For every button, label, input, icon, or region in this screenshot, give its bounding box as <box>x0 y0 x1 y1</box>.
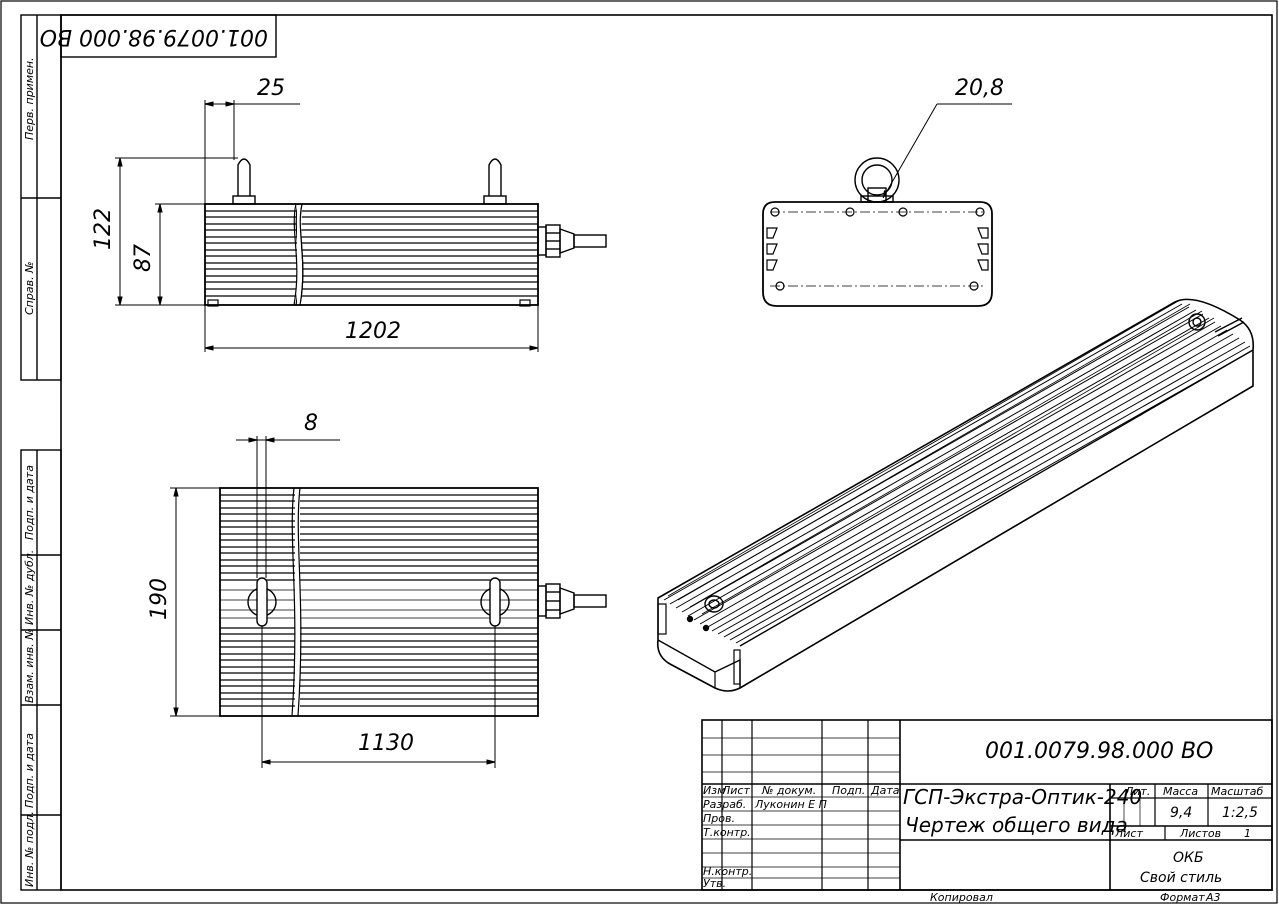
side-label-perv: Перв. примен. <box>23 57 36 140</box>
tb-org-line1: ОКБ <box>1173 850 1204 866</box>
front-eyebolt-right <box>483 158 507 205</box>
iso-end-cap <box>657 603 741 685</box>
iso-eyebolt-far <box>1188 313 1245 337</box>
tb-mass-label: Масса <box>1163 785 1198 798</box>
tb-org-line2: Свой стиль <box>1140 870 1222 886</box>
tb-row-nkontr: Н.контр. <box>703 865 752 878</box>
stamp-code: 001.0079.98.000 ВО <box>40 24 268 49</box>
end-body <box>762 201 993 307</box>
tb-designation: 001.0079.98.000 ВО <box>985 739 1213 764</box>
dim-end-eyebolt: 20,8 <box>955 76 1004 101</box>
footer-format-label: Формат <box>1160 891 1205 904</box>
footer-format-value: А3 <box>1205 891 1221 904</box>
front-cable-gland <box>537 224 607 258</box>
tb-col-date: Дата <box>870 784 900 797</box>
top-dims <box>170 436 496 768</box>
front-body <box>204 203 539 306</box>
front-view <box>115 100 607 352</box>
iso-fins <box>663 303 1254 644</box>
tb-col-list: Лист <box>721 784 750 797</box>
dim-top-mount-spacing: 1130 <box>358 731 414 756</box>
side-label-vzam: Взам. инв. № <box>23 628 36 703</box>
iso-body-outline <box>656 298 1255 692</box>
tb-row-prov: Пров. <box>703 812 735 825</box>
dim-top-offset: 8 <box>304 411 318 436</box>
dim-front-height-total: 122 <box>91 208 116 250</box>
tb-scale-label: Масштаб <box>1211 785 1263 798</box>
front-fins <box>205 210 538 297</box>
footer-copied: Копировал <box>930 891 993 904</box>
tb-name-line2: Чертеж общего вида <box>905 813 1128 837</box>
dim-front-length: 1202 <box>345 319 401 344</box>
stamp-box <box>60 14 277 58</box>
dim-front-offset: 25 <box>257 76 285 101</box>
dim-top-width: 190 <box>147 578 172 620</box>
side-label-podp-1: Подп. и дата <box>23 465 36 540</box>
tb-sheets-label: Листов <box>1179 827 1221 840</box>
front-eyebolt-left <box>232 158 256 205</box>
tb-sheet-label: Лист <box>1114 827 1143 840</box>
side-label-inv-podl: Инв. № подл. <box>23 811 36 887</box>
top-mount-right <box>480 577 510 627</box>
side-strip <box>20 14 62 891</box>
tb-row-author: Луконин Е П <box>754 798 827 811</box>
top-view <box>170 436 607 768</box>
iso-eyebolt-near <box>686 595 724 632</box>
front-dims <box>115 100 539 352</box>
tb-lit-label: Лит. <box>1124 785 1150 798</box>
side-label-sprav: Справ. № <box>23 261 36 315</box>
side-label-podp-2: Подп. и дата <box>23 733 36 808</box>
tb-name-line1: ГСП-Экстра-Оптик-240 <box>903 785 1142 809</box>
tb-scale-value: 1:2,5 <box>1222 805 1258 821</box>
tb-row-tkontr: Т.контр. <box>703 826 751 839</box>
top-cable-gland <box>537 583 607 619</box>
tb-sheets-value: 1 <box>1244 827 1251 840</box>
tb-col-doc: № докум. <box>761 784 816 797</box>
tb-col-izm: Изм <box>703 784 725 797</box>
tb-row-utv: Утв. <box>703 877 726 890</box>
side-label-inv-dubl: Инв. № дубл. <box>23 550 36 625</box>
tb-row-razrab: Разраб. <box>703 798 746 811</box>
title-block <box>701 719 1273 891</box>
dim-front-height-body: 87 <box>131 244 156 272</box>
tb-mass-value: 9,4 <box>1170 805 1192 821</box>
end-eyebolt <box>854 157 900 203</box>
iso-view <box>656 298 1255 692</box>
tb-col-sign: Подп. <box>832 784 865 797</box>
top-mount-left <box>247 577 277 627</box>
top-fins <box>220 494 538 707</box>
end-view <box>762 103 1012 307</box>
